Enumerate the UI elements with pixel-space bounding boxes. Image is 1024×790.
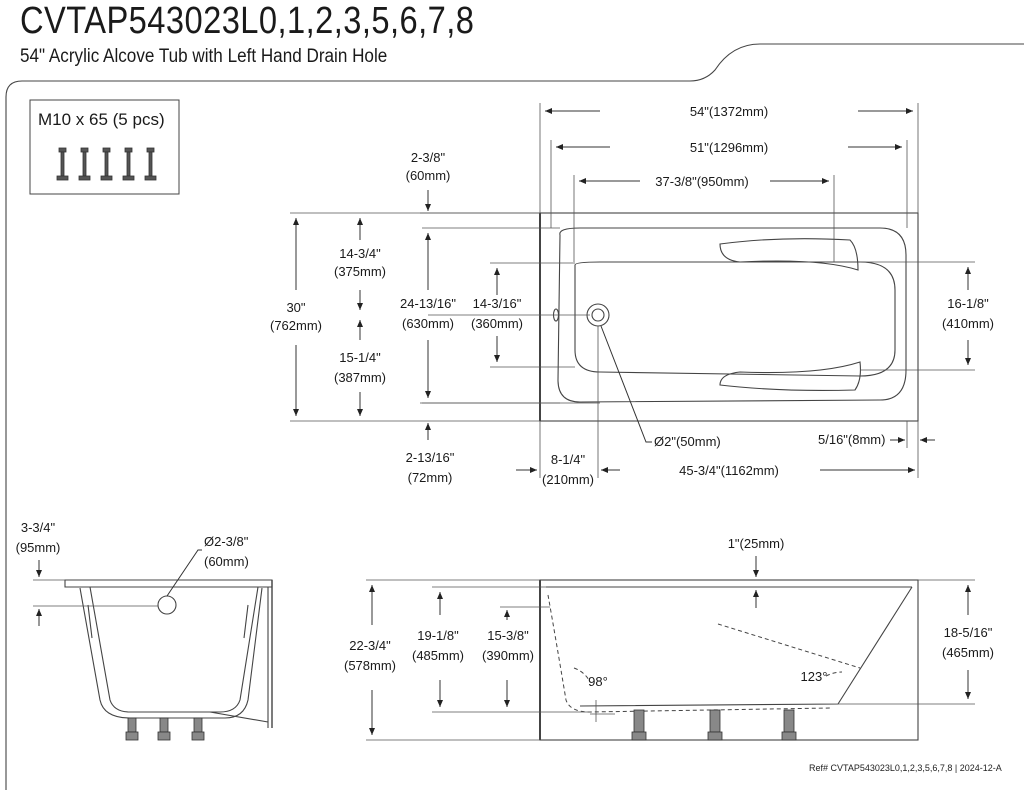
dim-inner-depth-mm: (485mm) [412,648,464,663]
dim-upper-half-in: 14-3/4" [339,246,381,261]
dim-drain-diameter: Ø2"(50mm) [654,434,721,449]
tub-side-outline [539,579,919,741]
dim-drain-to-end: 45-3/4"(1162mm) [679,463,779,478]
dim-bottom-offset-mm: (72mm) [408,470,453,485]
dim-water-depth-in: 15-3/8" [487,628,529,643]
dim-rim: 1"(25mm) [728,536,785,551]
dim-overall-length: 54"(1372mm) [690,104,768,119]
drain-outer [586,303,610,327]
dim-overall-width-in: 30" [286,300,305,315]
dim-right-angle: 123° [801,669,828,684]
dim-drain-offset-in: 8-1/4" [551,452,586,467]
bolt-icon [100,147,113,181]
dim-top-offset-mm: (60mm) [406,168,451,183]
end-view: Ø2-3/8" (60mm) 3-3/4" (95mm) [16,520,273,741]
armrest-top [719,238,859,271]
dim-overall-width-mm: (762mm) [270,318,322,333]
dim-drain-offset-mm: (210mm) [542,472,594,487]
drain-inner [591,308,605,322]
hardware-label: M10 x 65 (5 pcs) [38,110,165,129]
dim-inner-length: 51"(1296mm) [690,140,768,155]
bolt-icon [122,147,135,181]
top-view: 54"(1372mm) 51"(1296mm) 37-3/8"(950mm) 2… [270,103,994,487]
model-description: 54" Acrylic Alcove Tub with Left Hand Dr… [20,46,388,67]
side-view-feet [631,709,797,741]
dim-rim-height-in: 3-3/4" [21,520,56,535]
dim-inner-width-in: 24-13/16" [400,296,456,311]
dim-bottom-offset-in: 2-13/16" [406,450,455,465]
armrest-bottom [719,361,861,391]
drawing-frame [5,43,1024,790]
tub-end-profile [64,579,273,588]
overflow-circle [157,595,177,615]
dim-overflow-diameter-mm: (60mm) [204,554,249,569]
dim-lower-half-in: 15-1/4" [339,350,381,365]
dim-overall-height-mm: (578mm) [344,658,396,673]
bolt-icon [144,147,157,181]
dim-right-width-mm: (410mm) [942,316,994,331]
dim-lower-half-mm: (387mm) [334,370,386,385]
tub-basin [574,261,896,377]
dim-inner-width-mm: (630mm) [402,316,454,331]
dim-right-height-mm: (465mm) [942,645,994,660]
dim-bottom-width-in: 14-3/16" [473,296,522,311]
side-view: 98° 123° 1"(25mm) 22-3/4" (578mm) 19-1/8… [344,536,994,741]
bolt-icon [56,147,69,181]
dim-inner-depth-in: 19-1/8" [417,628,459,643]
dim-top-offset-in: 2-3/8" [411,150,446,165]
bolt-icons [56,147,157,181]
reference-footer: Ref# CVTAP543023L0,1,2,3,5,6,7,8 | 2024-… [809,763,1002,773]
model-title: CVTAP543023L0,1,2,3,5,6,7,8 [20,0,475,42]
dim-rim-height-mm: (95mm) [16,540,61,555]
end-view-feet [125,717,205,741]
dim-water-depth-mm: (390mm) [482,648,534,663]
tub-outline-top [539,212,919,422]
dim-right-height-in: 18-5/16" [944,625,993,640]
dim-right-width-in: 16-1/8" [947,296,989,311]
dim-overflow-diameter-in: Ø2-3/8" [204,534,249,549]
dim-overall-height-in: 22-3/4" [349,638,391,653]
dim-flange: 5/16"(8mm) [818,432,885,447]
dim-upper-half-mm: (375mm) [334,264,386,279]
bolt-icon [78,147,91,181]
dim-bottom-length: 37-3/8"(950mm) [655,174,748,189]
hardware-box [29,99,180,195]
dim-left-angle: 98° [588,674,608,689]
dim-bottom-width-mm: (360mm) [471,316,523,331]
